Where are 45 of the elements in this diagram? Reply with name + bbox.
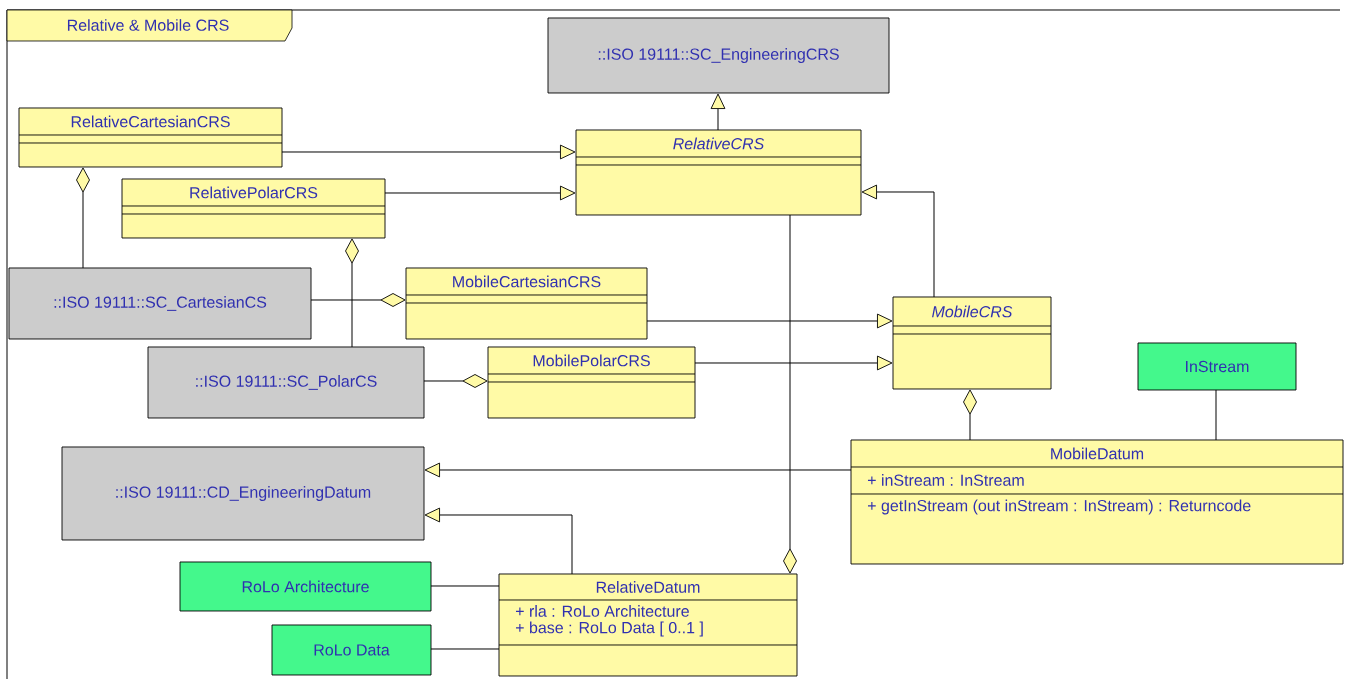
member-text: + rla : RoLo Architecture (516, 605, 689, 617)
aggregation-line (310, 293, 406, 307)
class-box (850, 439, 1344, 565)
class-box (892, 296, 1052, 390)
class-box (18, 107, 283, 168)
member-text: + getInStream (out inStream : InStream) : Returncode (868, 499, 1251, 515)
generalization-arrow (646, 313, 893, 329)
generalization-arrow (861, 184, 935, 298)
class-name: MobileCRS (932, 305, 1013, 318)
class-name: RelativeDatum (596, 581, 700, 593)
class-box (405, 267, 648, 340)
class-name: MobileCartesianCRS (453, 275, 601, 288)
aggregation-line (783, 214, 797, 574)
association-line (430, 648, 500, 650)
member-text: + base : RoLo Data [ 0..1 ] (516, 621, 703, 637)
class-box (121, 178, 386, 239)
class-box: RoLo Data (271, 624, 432, 676)
aggregation-line (76, 167, 90, 269)
generalization-arrow (694, 355, 893, 371)
class-box: ::ISO 19111::SC_CartesianCS (8, 267, 312, 340)
class-name: MobileDatum (1051, 447, 1144, 460)
class-box: ::ISO 19111::SC_EngineeringCRS (547, 17, 890, 94)
frame-tab: Relative & Mobile CRS (6, 9, 293, 42)
association-line (430, 585, 500, 587)
association-line (1215, 389, 1217, 441)
class-name: RelativeCRS (673, 137, 765, 150)
generalization-arrow (424, 462, 852, 478)
class-name: RelativeCartesianCRS (71, 115, 230, 128)
aggregation-line (423, 374, 488, 388)
aggregation-line (345, 238, 359, 348)
class-name: RelativePolarCRS (190, 186, 318, 199)
class-name: MobilePolarCRS (533, 354, 650, 367)
generalization-arrow (384, 185, 576, 201)
class-box (487, 346, 696, 419)
aggregation-line (963, 389, 977, 441)
generalization-arrow (424, 507, 573, 575)
generalization-arrow (710, 93, 726, 131)
class-box (575, 129, 862, 216)
class-box (498, 573, 798, 677)
class-box: InStream (1137, 342, 1297, 391)
class-box: RoLo Architecture (179, 561, 432, 612)
member-text: + inStream : InStream (868, 474, 1024, 486)
class-box: ::ISO 19111::SC_PolarCS (147, 346, 425, 419)
class-box: ::ISO 19111::CD_EngineeringDatum (61, 446, 425, 541)
generalization-arrow (281, 144, 576, 160)
